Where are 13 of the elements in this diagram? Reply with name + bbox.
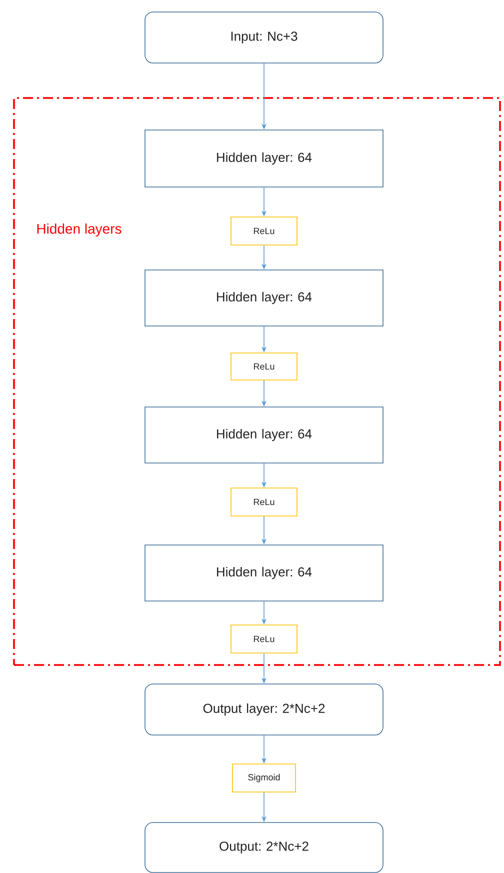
activation-box: ReLu <box>230 352 298 380</box>
activation-box: ReLu <box>230 216 298 246</box>
activation-box: Sigmoid <box>232 764 296 792</box>
rounded-box: Input: Nc+3 <box>144 12 384 64</box>
layer-box: Hidden layer: 64 <box>144 130 384 188</box>
layer-box: Hidden layer: 64 <box>144 406 384 464</box>
layer-box: Hidden layer: 64 <box>144 544 384 602</box>
rounded-box: Output layer: 2*Nc+2 <box>144 684 384 736</box>
activation-box: ReLu <box>230 488 298 516</box>
layer-box: Hidden layer: 64 <box>144 270 384 326</box>
region-label: Hidden layers <box>37 223 122 237</box>
rounded-box: Output: 2*Nc+2 <box>144 822 384 873</box>
activation-box: ReLu <box>230 624 298 654</box>
